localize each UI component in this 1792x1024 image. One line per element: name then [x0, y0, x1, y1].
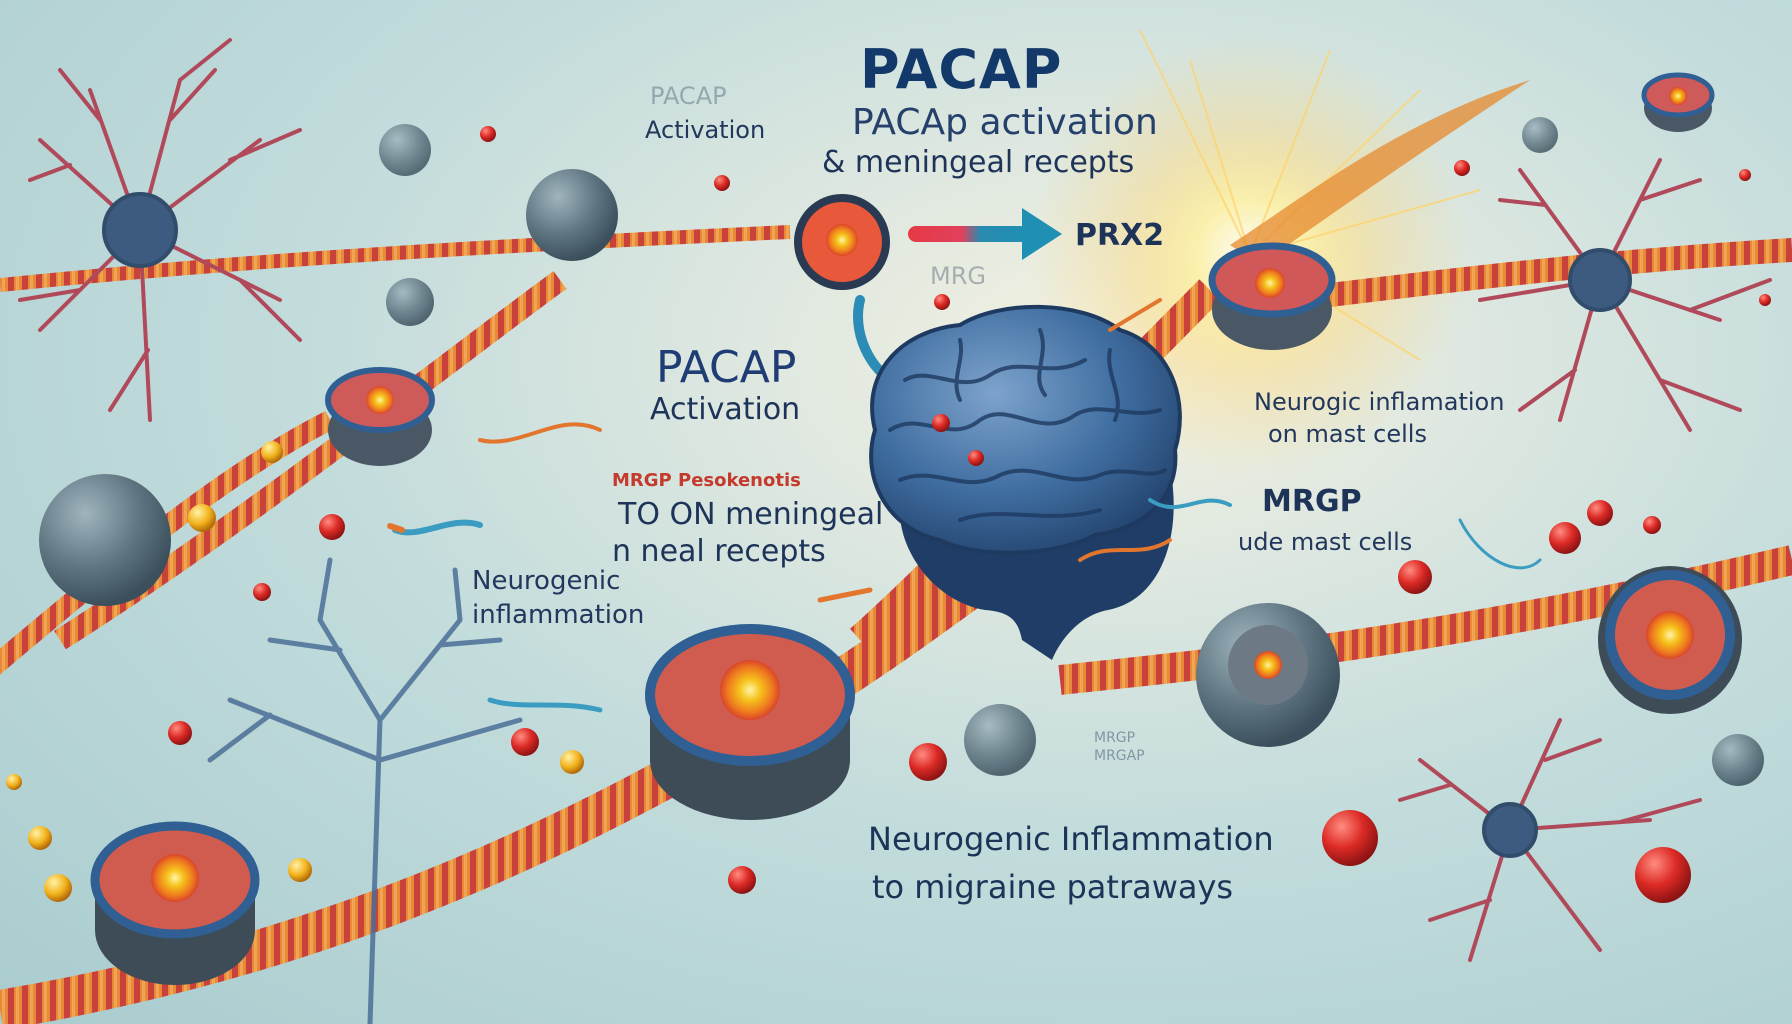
cell-cross-section-icon: [90, 72, 1742, 985]
pacap-mid-label: PACAP: [656, 342, 797, 393]
neal-recepts-label: n neal recepts: [612, 534, 826, 569]
bottom-migraine-pathways: to migraine patraways: [872, 868, 1234, 906]
main-title: PACAP: [860, 38, 1063, 101]
red-particles: [168, 126, 1771, 903]
neuron-blue-icon: [207, 557, 523, 1024]
mrgp-small-label: MRGP: [1094, 730, 1136, 746]
gold-vesicles: [6, 441, 584, 902]
mrg-ghost-label: MRG: [930, 262, 986, 290]
prx2-label: PRX2: [1075, 218, 1165, 253]
on-mast-cells-label: on mast cells: [1268, 420, 1427, 448]
neurogenic-label: Neurogenic: [472, 566, 621, 596]
activation-mid-label: Activation: [650, 392, 801, 427]
inflammation-label: inflammation: [472, 600, 645, 630]
grey-vesicles: [39, 117, 1764, 786]
bottom-neurogenic-inflammation: Neurogenic Inflammation: [868, 820, 1274, 858]
brain-icon: [869, 304, 1182, 660]
pacap-ghost-label: PACAP: [650, 82, 727, 110]
signal-streaks: [387, 298, 1542, 713]
mrgp-garbled-label: MRGP Pesokenotis: [612, 470, 801, 491]
flare-streak: [1230, 80, 1530, 265]
to-on-meningeal-label: TO ON meningeal: [618, 497, 884, 532]
spark-rays: [1139, 29, 1481, 361]
gradient-arrow-icon: [908, 208, 1062, 260]
neurogic-inflamation-label: Neurogic inflamation: [1254, 388, 1505, 416]
pacap-activation-heading: PACAp activation: [852, 102, 1158, 143]
meningeal-recepts-heading: & meningeal recepts: [822, 145, 1135, 180]
activation-label-left: Activation: [645, 116, 766, 144]
ude-mast-cells-label: ude mast cells: [1238, 528, 1413, 556]
neuron-icon: [18, 38, 1772, 962]
mrgap-small-label: MRGAP: [1094, 748, 1145, 764]
mrgp-label: MRGP: [1262, 484, 1362, 519]
